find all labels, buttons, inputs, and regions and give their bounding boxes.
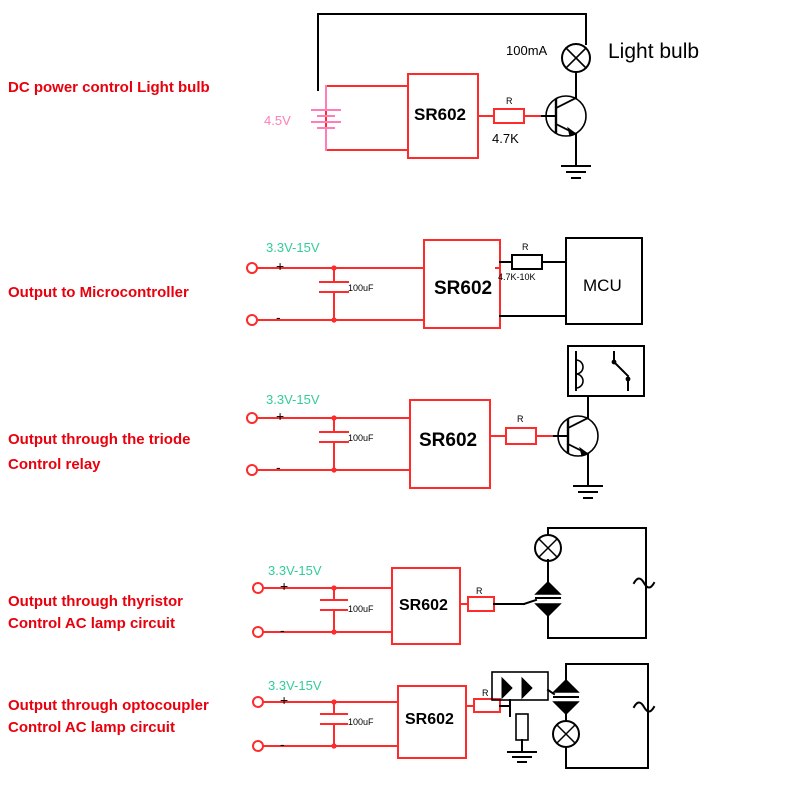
circuit-output-to-microcontroller	[246, 237, 643, 329]
cap-value-4: 100uF	[348, 604, 374, 614]
section-label-thyristor-line2: Control AC lamp circuit	[8, 615, 175, 632]
cap-value-2: 100uF	[348, 283, 374, 293]
cap-value-3: 100uF	[348, 433, 374, 443]
mcu-block-label: MCU	[583, 276, 622, 295]
resistor-ref-4: R	[476, 586, 483, 596]
resistor-ref-5: R	[482, 688, 489, 698]
chip-label-sr602-4: SR602	[399, 597, 448, 614]
lamp-current-label: 100mA	[506, 43, 548, 58]
supply-voltage-4: 3.3V-15V	[268, 563, 322, 578]
section-label-triode-relay-line2: Control relay	[8, 456, 101, 473]
resistor-ref-1: R	[506, 96, 513, 106]
chip-label-sr602-2: SR602	[434, 278, 493, 299]
terminal-plus-5: +	[280, 692, 289, 708]
section-label-dc-power-light-bulb: DC power control Light bulb	[8, 79, 210, 96]
supply-voltage-2: 3.3V-15V	[266, 240, 320, 255]
section-label-thyristor-line1: Output through thyristor	[8, 593, 183, 610]
section-label-triode-relay-line1: Output through the triode	[8, 431, 191, 448]
circuit-output-through-thyristor-control-ac-lamp	[252, 527, 656, 645]
section-label-output-to-microcontroller: Output to Microcontroller	[8, 284, 189, 301]
terminal-plus-2: +	[276, 258, 285, 274]
circuit-output-through-triode-control-relay	[246, 345, 645, 499]
supply-voltage-3: 3.3V-15V	[266, 392, 320, 407]
terminal-minus-2: -	[276, 309, 281, 325]
terminal-minus-4: -	[280, 622, 285, 638]
circuit-output-through-optocoupler-control-ac-lamp	[252, 663, 656, 769]
supply-voltage-5: 3.3V-15V	[268, 678, 322, 693]
terminal-plus-3: +	[276, 408, 285, 424]
terminal-minus-3: -	[276, 459, 281, 475]
resistor-ref-3: R	[517, 414, 524, 424]
chip-label-sr602-3: SR602	[419, 430, 478, 451]
resistor-ref-2: R	[522, 242, 529, 252]
lamp-name-label: Light bulb	[608, 40, 700, 63]
supply-voltage-1: 4.5V	[264, 113, 291, 128]
section-label-optocoupler-line1: Output through optocoupler	[8, 697, 209, 714]
cap-value-5: 100uF	[348, 717, 374, 727]
circuit-dc-power-light-bulb	[311, 13, 591, 179]
resistor-value-2: 4.7K-10K	[498, 272, 536, 282]
terminal-plus-4: +	[280, 578, 289, 594]
resistor-value-1: 4.7K	[492, 131, 519, 146]
chip-label-sr602-1: SR602	[414, 105, 466, 124]
chip-label-sr602-5: SR602	[405, 711, 454, 728]
terminal-minus-5: -	[280, 736, 285, 752]
section-label-optocoupler-line2: Control AC lamp circuit	[8, 719, 175, 736]
